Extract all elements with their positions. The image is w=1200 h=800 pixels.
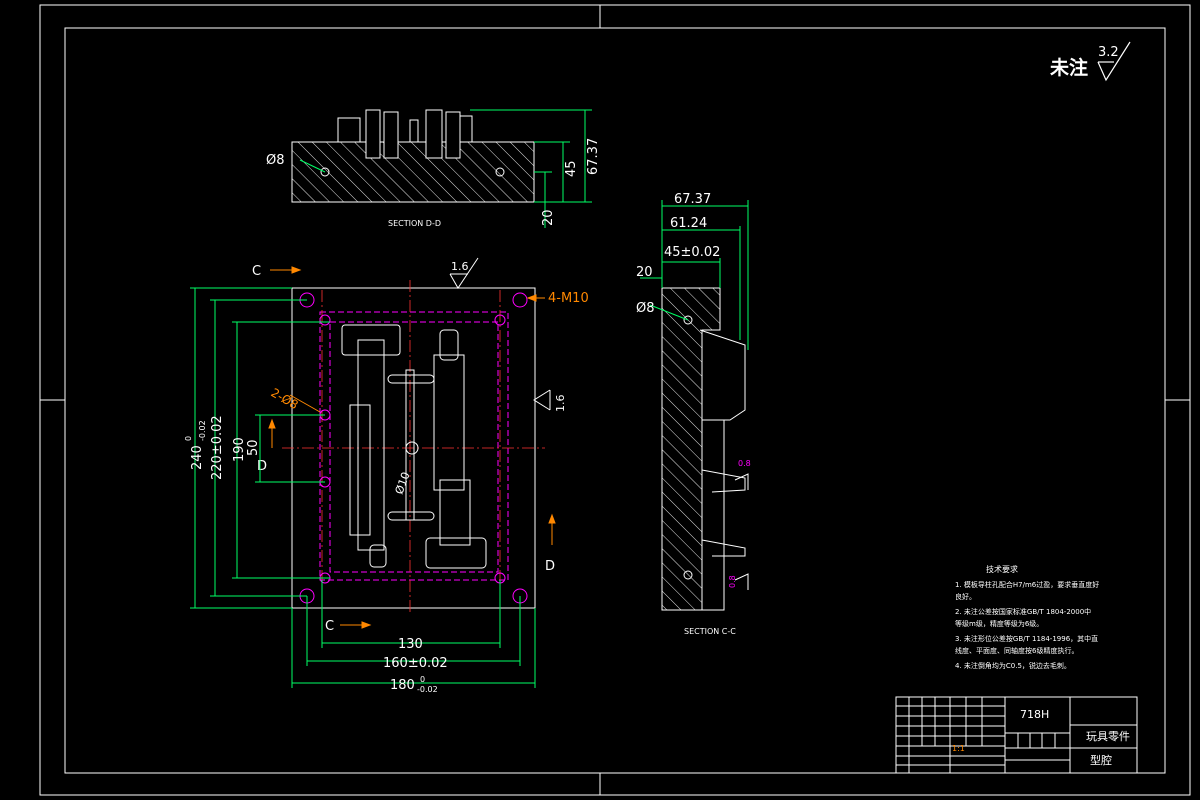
section-cc-dim-d3: 45±0.02 — [664, 245, 720, 260]
sheet-border — [39, 4, 1191, 796]
tech-note-line-4: 等级m级，精度等级为6级。 — [955, 619, 1043, 628]
dim-50: 50 — [246, 439, 261, 456]
tech-notes-title: 技术要求 — [986, 564, 1018, 574]
cut-mark-d-right: D — [545, 559, 555, 574]
dim-180-tol-upper: 0 — [420, 675, 425, 684]
surface-note-value: 3.2 — [1098, 45, 1119, 60]
section-cc-dim-d4: 20 — [636, 265, 653, 280]
roughness-top-value: 1.6 — [451, 260, 469, 273]
dim-240-tol-lower: -0.02 — [198, 420, 207, 441]
cut-mark-c-top: C — [252, 264, 261, 279]
dim-190: 190 — [232, 437, 247, 462]
dim-220: 220±0.02 — [210, 415, 225, 480]
surface-note-label: 未注 — [1049, 56, 1088, 79]
section-dd-dim-base: 20 — [541, 209, 556, 226]
tech-note-line-2: 良好。 — [955, 592, 976, 601]
section-cc-caption: SECTION C-C — [684, 627, 736, 636]
center-hole-label: Ø10 — [393, 470, 413, 496]
tech-note-line-5: 3. 未注形位公差按GB/T 1184-1996，其中直 — [955, 634, 1098, 643]
thread-label: 4-M10 — [548, 291, 589, 306]
title-part-name: 玩具零件 — [1086, 730, 1130, 743]
surface-roughness-note: 未注 3.2 — [1049, 41, 1131, 82]
tech-note-line-6: 线度、平面度、同轴度按6级精度执行。 — [955, 646, 1078, 655]
section-cc-roughness-a: 0.8 — [738, 459, 751, 468]
dim-180: 180 — [390, 678, 415, 693]
section-dd-caption: SECTION D-D — [388, 219, 441, 228]
dim-180-tol-lower: -0.02 — [417, 685, 438, 694]
technical-notes: 技术要求 1. 模板导柱孔配合H7/m6过盈，要求垂直度好 良好。 2. 未注公… — [955, 564, 1099, 670]
cut-mark-d-left: D — [257, 459, 267, 474]
section-cc-dim-d1: 67.37 — [674, 192, 711, 207]
section-dd-view: SECTION D-D Ø8 67.37 45 20 — [266, 109, 601, 228]
section-cc-dim-d2: 61.24 — [670, 216, 707, 231]
title-material: 718H — [1020, 708, 1049, 721]
tech-note-line-1: 1. 模板导柱孔配合H7/m6过盈，要求垂直度好 — [955, 580, 1099, 589]
section-cc-hole-label: Ø8 — [636, 301, 655, 316]
section-cc-view: 67.37 61.24 45±0.02 20 Ø8 0.8 0.8 SECTIO… — [636, 192, 751, 636]
title-drawing-name: 型腔 — [1090, 753, 1112, 767]
section-dd-dim-overall: 67.37 — [586, 138, 601, 175]
roughness-side-value: 1.6 — [554, 395, 567, 413]
dim-160: 160±0.02 — [383, 656, 448, 671]
plan-view: C C D D 4-M10 2-Ø8 Ø10 1.6 1.6 — [184, 257, 589, 694]
dim-130: 130 — [398, 637, 423, 652]
dim-240-tol-upper: 0 — [184, 436, 193, 441]
tech-note-line-7: 4. 未注倒角均为C0.5，锐边去毛刺。 — [955, 661, 1071, 670]
cut-mark-c-bottom: C — [325, 619, 334, 634]
title-scale-mark: 1:1 — [952, 744, 965, 753]
tech-note-line-3: 2. 未注公差按国家标准GB/T 1804-2000中 — [955, 607, 1091, 616]
section-cc-roughness-b: 0.8 — [728, 575, 737, 588]
title-block — [895, 696, 1138, 774]
roughness-symbol-icon — [1097, 41, 1131, 82]
pin-label: 2-Ø8 — [269, 385, 301, 412]
section-dd-hole-label: Ø8 — [266, 153, 285, 168]
section-dd-dim-mid: 45 — [564, 160, 579, 177]
dim-240: 240 — [190, 445, 205, 470]
